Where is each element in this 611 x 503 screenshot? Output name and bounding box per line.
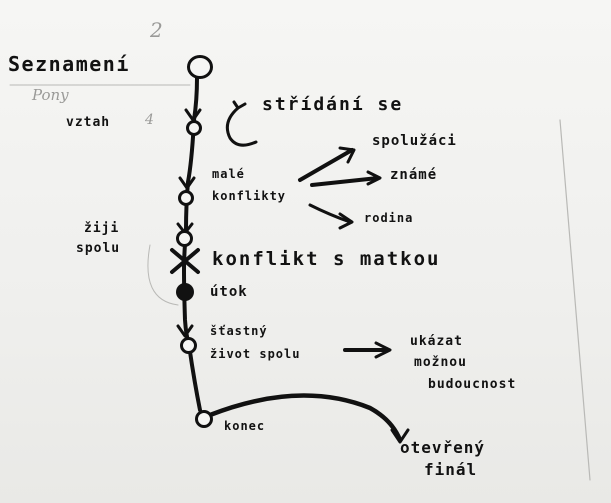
node-male-konflikty (178, 190, 194, 206)
arrow-head-icon (338, 212, 354, 230)
node-ziji-spolu (176, 230, 193, 247)
node-vztah (186, 120, 202, 136)
label-utok: útok (210, 284, 248, 300)
node-seznameni (187, 55, 213, 79)
label-vztah: vztah (66, 115, 111, 130)
arrow-to-spoluzaci (298, 148, 354, 182)
label-konflikt-s-matkou: konflikt s matkou (212, 248, 441, 270)
label-ziji: žiji (84, 221, 120, 236)
label-spoluzaci: spolužáci (372, 133, 457, 149)
label-rodina: rodina (364, 211, 414, 225)
pencil-curve (147, 244, 179, 306)
swap-arrow-head-icon (232, 100, 247, 110)
pencil-note-top: 2 (150, 18, 163, 42)
label-moznou: možnou (414, 355, 467, 370)
node-utok (176, 283, 194, 301)
pencil-margin-line (559, 119, 591, 481)
label-oteviraci: otevřený (400, 438, 486, 457)
label-konec: konec (224, 419, 266, 433)
arrow-head-icon (338, 146, 356, 164)
label-zivot-spolu: život spolu (210, 347, 301, 361)
label-ukazat: ukázat (410, 334, 463, 349)
label-seznameni: Seznamení (8, 52, 130, 76)
label-final: finál (424, 460, 478, 479)
pencil-note-left: Pony (32, 86, 69, 104)
arrow-to-rodina (308, 203, 352, 224)
label-spolu: spolu (76, 241, 121, 256)
arrow-to-zname (310, 176, 380, 187)
label-male: malé (212, 167, 245, 181)
label-konflikty: konflikty (212, 189, 287, 203)
cross-mark-icon (170, 248, 200, 274)
node-stastny (180, 337, 197, 354)
arrow-head-icon (374, 341, 392, 359)
chevron-down-icon (178, 176, 196, 190)
pencil-note-small: 4 (145, 112, 154, 128)
arrow-to-final (207, 393, 403, 443)
node-konec (195, 410, 213, 428)
swap-arrow-icon (225, 106, 258, 147)
chevron-down-icon (176, 324, 194, 338)
label-stastny: šťastný (210, 324, 268, 338)
label-zname: známé (390, 167, 438, 183)
arrow-head-icon (366, 170, 382, 186)
label-stridani: střídání se (262, 94, 404, 115)
arrow-head-icon (390, 428, 410, 444)
label-budoucnost: budoucnost (428, 377, 517, 392)
